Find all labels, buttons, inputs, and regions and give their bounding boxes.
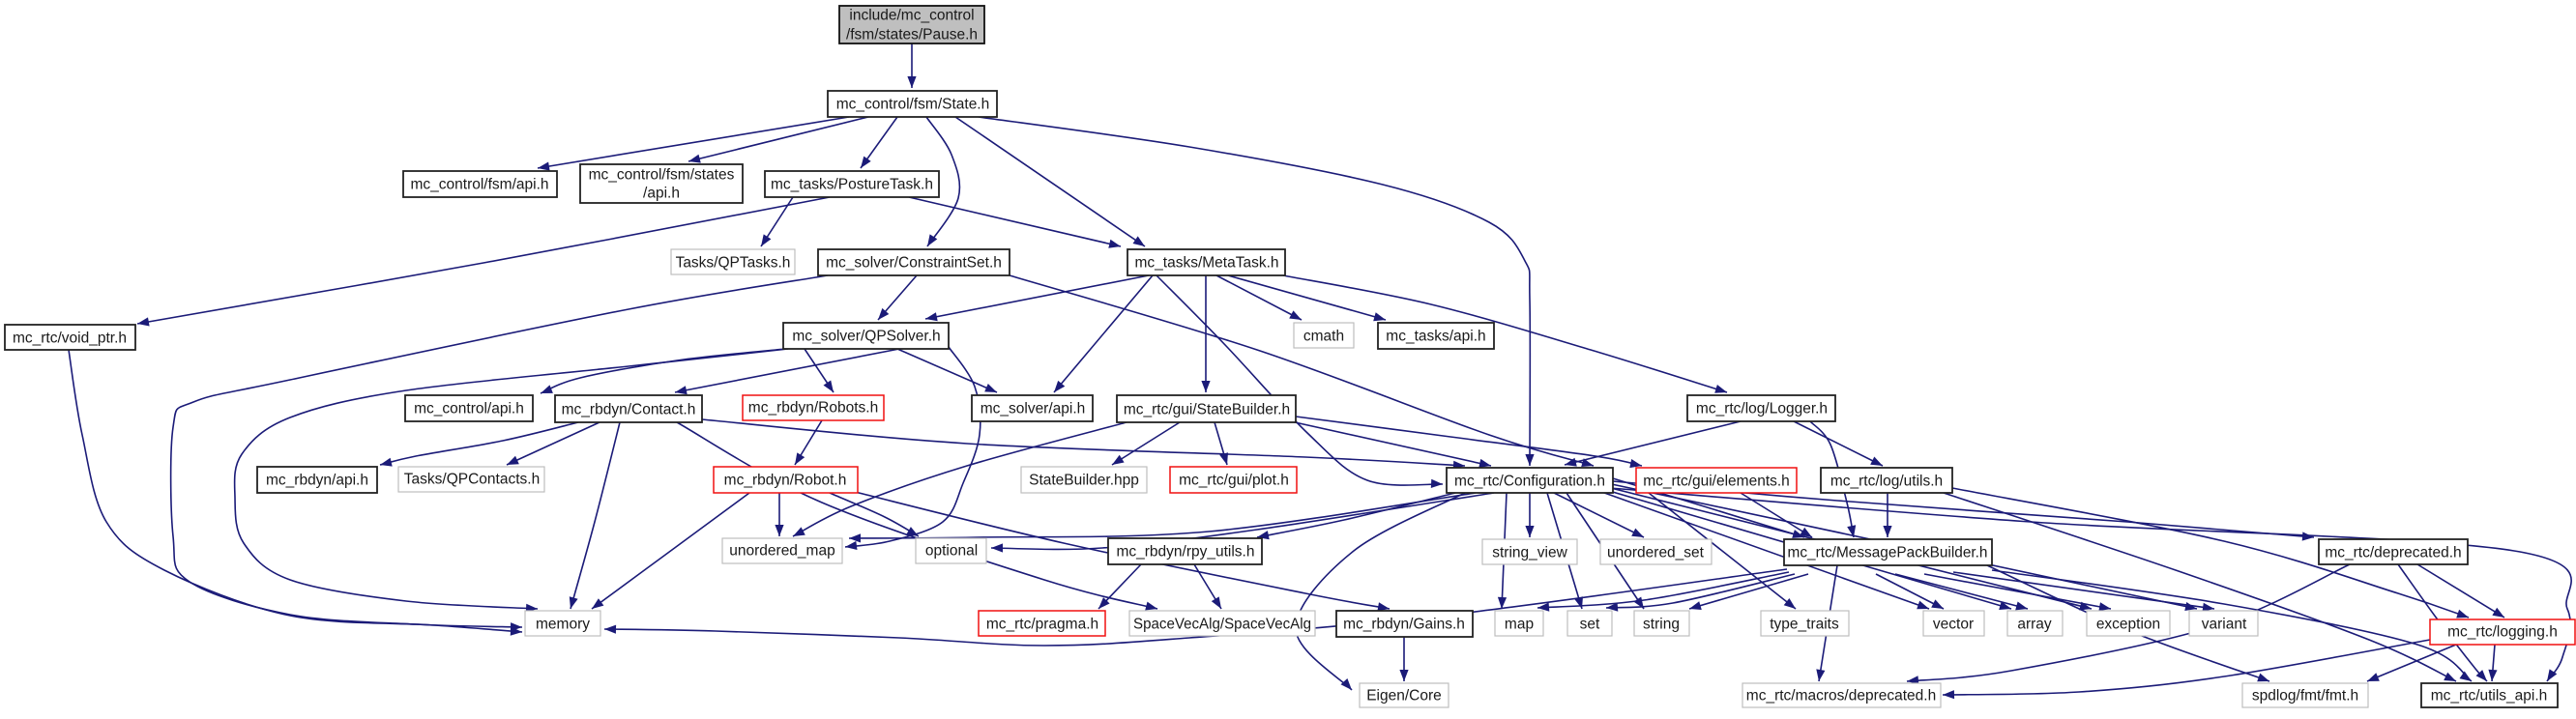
svg-text:mc_rtc/MessagePackBuilder.h: mc_rtc/MessagePackBuilder.h xyxy=(1788,545,1988,561)
svg-text:SpaceVecAlg/SpaceVecAlg: SpaceVecAlg/SpaceVecAlg xyxy=(1133,617,1311,633)
svg-text:string_view: string_view xyxy=(1492,545,1567,561)
svg-text:unordered_set: unordered_set xyxy=(1607,545,1705,561)
svg-text:mc_solver/api.h: mc_solver/api.h xyxy=(981,401,1086,417)
svg-text:mc_tasks/MetaTask.h: mc_tasks/MetaTask.h xyxy=(1134,255,1278,272)
svg-text:mc_rtc/Configuration.h: mc_rtc/Configuration.h xyxy=(1454,474,1605,490)
svg-text:mc_control/fsm/State.h: mc_control/fsm/State.h xyxy=(836,97,990,113)
svg-text:/api.h: /api.h xyxy=(643,186,680,202)
svg-text:string: string xyxy=(1643,617,1680,633)
svg-text:mc_tasks/PostureTask.h: mc_tasks/PostureTask.h xyxy=(771,177,933,193)
svg-text:mc_rtc/void_ptr.h: mc_rtc/void_ptr.h xyxy=(13,331,127,347)
svg-text:cmath: cmath xyxy=(1303,329,1344,345)
svg-text:mc_rbdyn/Robot.h: mc_rbdyn/Robot.h xyxy=(724,473,847,489)
svg-text:variant: variant xyxy=(2202,617,2247,633)
svg-text:StateBuilder.hpp: StateBuilder.hpp xyxy=(1029,473,1139,489)
svg-text:unordered_map: unordered_map xyxy=(729,543,834,560)
svg-text:map: map xyxy=(1505,617,1534,633)
svg-text:mc_rtc/logging.h: mc_rtc/logging.h xyxy=(2447,624,2558,641)
svg-text:mc_rtc/macros/deprecated.h: mc_rtc/macros/deprecated.h xyxy=(1746,688,1936,705)
svg-text:Tasks/QPTasks.h: Tasks/QPTasks.h xyxy=(676,255,791,272)
svg-text:mc_rtc/deprecated.h: mc_rtc/deprecated.h xyxy=(2325,545,2461,561)
svg-text:mc_rtc/utils_api.h: mc_rtc/utils_api.h xyxy=(2431,688,2548,705)
svg-text:mc_rbdyn/Gains.h: mc_rbdyn/Gains.h xyxy=(1343,617,1465,633)
svg-text:mc_rbdyn/rpy_utils.h: mc_rbdyn/rpy_utils.h xyxy=(1116,544,1254,561)
svg-text:mc_control/fsm/states: mc_control/fsm/states xyxy=(589,167,735,184)
svg-text:Eigen/Core: Eigen/Core xyxy=(1366,688,1442,705)
svg-text:mc_tasks/api.h: mc_tasks/api.h xyxy=(1386,329,1485,345)
svg-text:mc_control/fsm/api.h: mc_control/fsm/api.h xyxy=(411,177,549,193)
svg-text:vector: vector xyxy=(1933,617,1974,633)
svg-text:/fsm/states/Pause.h: /fsm/states/Pause.h xyxy=(846,27,978,43)
svg-text:mc_rbdyn/api.h: mc_rbdyn/api.h xyxy=(266,473,368,489)
svg-text:set: set xyxy=(1580,617,1600,633)
svg-text:mc_solver/QPSolver.h: mc_solver/QPSolver.h xyxy=(792,329,940,345)
svg-text:mc_rtc/pragma.h: mc_rtc/pragma.h xyxy=(986,617,1098,633)
svg-text:memory: memory xyxy=(536,617,590,633)
svg-text:Tasks/QPContacts.h: Tasks/QPContacts.h xyxy=(404,472,540,488)
svg-text:mc_rtc/log/utils.h: mc_rtc/log/utils.h xyxy=(1830,474,1943,490)
svg-text:mc_rtc/gui/elements.h: mc_rtc/gui/elements.h xyxy=(1643,474,1790,490)
svg-text:optional: optional xyxy=(925,543,978,560)
svg-text:mc_rtc/log/Logger.h: mc_rtc/log/Logger.h xyxy=(1696,401,1828,417)
svg-text:array: array xyxy=(2017,617,2052,633)
svg-text:mc_rtc/gui/StateBuilder.h: mc_rtc/gui/StateBuilder.h xyxy=(1124,402,1290,418)
svg-text:spdlog/fmt/fmt.h: spdlog/fmt/fmt.h xyxy=(2252,688,2358,705)
svg-text:exception: exception xyxy=(2096,617,2160,633)
svg-text:mc_control/api.h: mc_control/api.h xyxy=(414,401,524,417)
svg-text:mc_rbdyn/Contact.h: mc_rbdyn/Contact.h xyxy=(562,402,696,418)
svg-text:include/mc_control: include/mc_control xyxy=(849,8,974,24)
svg-text:mc_rbdyn/Robots.h: mc_rbdyn/Robots.h xyxy=(748,400,878,417)
svg-text:mc_solver/ConstraintSet.h: mc_solver/ConstraintSet.h xyxy=(826,255,1002,272)
svg-text:type_traits: type_traits xyxy=(1770,617,1839,633)
svg-text:mc_rtc/gui/plot.h: mc_rtc/gui/plot.h xyxy=(1179,473,1289,489)
